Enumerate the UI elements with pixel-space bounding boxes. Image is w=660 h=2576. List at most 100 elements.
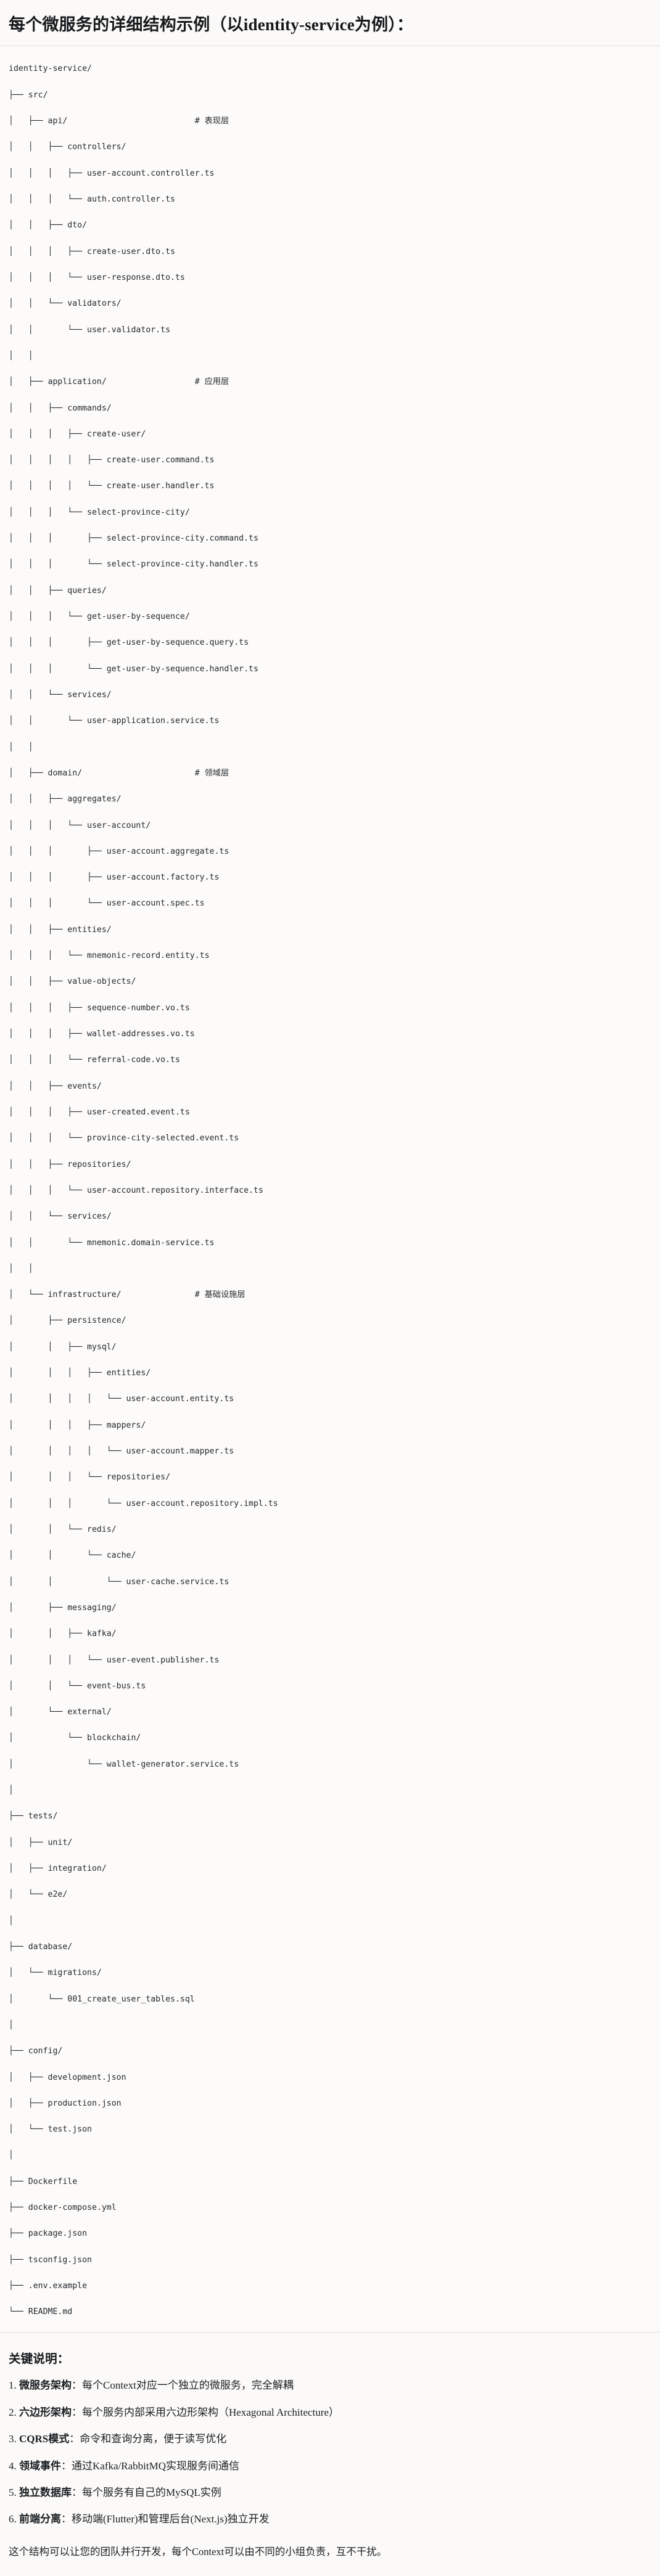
tree-line: │ │ ├── entities/ [9, 925, 112, 934]
tree-line: │ │ ├── events/ [9, 1081, 102, 1091]
tree-line: │ ├── development.json [9, 2072, 126, 2082]
tree-line: │ └── wallet-generator.service.ts [9, 1759, 239, 1769]
tree-line: │ │ └── event-bus.ts [9, 1681, 146, 1691]
tree-line: │ │ │ ├── select-province-city.command.t… [9, 534, 258, 544]
key-point-text: ：每个Context对应一个独立的微服务，完全解耦 [72, 2379, 294, 2392]
tree-line-comment: # 领域层 [194, 768, 229, 778]
tree-line: │ │ │ └── user-account.spec.ts [9, 899, 205, 909]
tree-line: │ │ │ │ └── user-account.entity.ts [9, 1394, 234, 1404]
tree-line: │ │ ├── controllers/ [9, 142, 126, 152]
tree-line-path: │ ├── application/ [9, 377, 195, 387]
key-point-term: 六边形架构 [19, 2406, 72, 2418]
tree-line-path: │ ├── domain/ [9, 768, 195, 778]
tree-line: │ │ │ ├── user-account.aggregate.ts [9, 846, 229, 856]
tree-line: ├── database/ [9, 1942, 73, 1952]
tree-line: │ │ │ └── select-province-city/ [9, 507, 190, 517]
key-point-term: 领域事件 [19, 2459, 61, 2472]
tree-line: │ │ └── validators/ [9, 299, 122, 309]
key-point-item: 5. 独立数据库：每个服务有自己的MySQL实例 [9, 2485, 651, 2501]
tree-line: │ │ │ └── select-province-city.handler.t… [9, 560, 258, 570]
tree-line: │ │ │ ├── user-account.factory.ts [9, 873, 220, 883]
directory-tree-block: identity-service/ ├── src/ │ ├── api/ # … [0, 46, 660, 2333]
tree-line: │ │ │ │ └── create-user.handler.ts [9, 481, 215, 491]
tree-line: │ └── 001_create_user_tables.sql [9, 1994, 195, 2004]
tree-line: │ └── external/ [9, 1707, 112, 1717]
tree-line: ├── Dockerfile [9, 2177, 78, 2186]
tree-line: ├── tests/ [9, 1812, 58, 1822]
key-point-item: 2. 六边形架构：每个服务内部采用六边形架构（Hexagonal Archite… [9, 2405, 651, 2421]
tree-line: │ │ [9, 351, 33, 361]
tree-line: │ └── test.json [9, 2125, 92, 2135]
tree-line: │ │ ├── queries/ [9, 586, 107, 595]
tree-line: ├── package.json [9, 2229, 88, 2239]
tree-line: │ │ │ └── get-user-by-sequence.handler.t… [9, 664, 258, 674]
tree-line-comment: # 表现层 [194, 117, 229, 126]
tree-line: │ │ │ └── repositories/ [9, 1473, 171, 1482]
tree-line: │ │ │ ├── mappers/ [9, 1420, 146, 1430]
tree-line: ├── tsconfig.json [9, 2255, 92, 2265]
tree-line: │ ├── domain/ # 领域层 [9, 767, 651, 780]
tree-line: identity-service/ [9, 64, 92, 74]
tree-line-path: │ ├── api/ [9, 117, 195, 126]
tree-line: │ │ ├── dto/ [9, 221, 88, 231]
tree-line: │ │ │ └── referral-code.vo.ts [9, 1055, 180, 1065]
tree-line: │ │ │ └── user-event.publisher.ts [9, 1655, 220, 1665]
key-point-index: 4. [9, 2459, 19, 2472]
tree-line: │ │ │ ├── create-user.dto.ts [9, 247, 175, 256]
tree-line: │ ├── persistence/ [9, 1316, 126, 1326]
tree-line: │ │ ├── mysql/ [9, 1342, 117, 1352]
tree-line: │ ├── messaging/ [9, 1603, 117, 1613]
key-point-item: 3. CQRS模式：命令和查询分离，便于读写优化 [9, 2431, 651, 2447]
tree-line: │ │ └── user-cache.service.ts [9, 1577, 229, 1587]
page-title: 每个微服务的详细结构示例（以identity-service为例）： [0, 0, 660, 47]
tree-line: │ │ │ ├── user-created.event.ts [9, 1107, 190, 1117]
key-point-text: ：移动端(Flutter)和管理后台(Next.js)独立开发 [61, 2513, 270, 2525]
key-points-title: 关键说明： [9, 2353, 70, 2366]
tree-line: │ │ │ └── user-account.repository.impl.t… [9, 1499, 278, 1508]
key-point-item: 4. 领域事件：通过Kafka/RabbitMQ实现服务间通信 [9, 2458, 651, 2474]
tree-line: │ │ │ │ └── user-account.mapper.ts [9, 1447, 234, 1456]
key-point-term: CQRS模式 [19, 2433, 70, 2445]
tree-line: │ │ │ ├── entities/ [9, 1368, 151, 1378]
tree-line: │ ├── api/ # 表现层 [9, 115, 651, 128]
tree-line: │ ├── unit/ [9, 1838, 73, 1847]
tree-line: │ │ │ ├── sequence-number.vo.ts [9, 1003, 190, 1013]
key-point-term: 微服务架构 [19, 2379, 72, 2392]
tree-line: │ │ [9, 742, 33, 752]
key-point-text: ：每个服务有自己的MySQL实例 [72, 2486, 221, 2498]
key-point-index: 2. [9, 2406, 19, 2418]
tree-line: │ │ └── redis/ [9, 1524, 117, 1534]
tree-line: │ [9, 1916, 14, 1926]
directory-tree: identity-service/ ├── src/ │ ├── api/ # … [9, 62, 651, 2318]
tree-line: │ │ ├── commands/ [9, 403, 112, 413]
tree-line: │ └── e2e/ [9, 1890, 68, 1900]
tree-line: ├── src/ [9, 90, 48, 100]
tree-line: ├── .env.example [9, 2281, 88, 2291]
tree-line: │ │ └── services/ [9, 1212, 112, 1222]
tree-line: │ │ │ └── get-user-by-sequence/ [9, 612, 190, 621]
key-points-section: 关键说明： 1. 微服务架构：每个Context对应一个独立的微服务，完全解耦 2… [0, 2332, 660, 2576]
tree-line: │ ├── production.json [9, 2098, 122, 2108]
key-point-index: 6. [9, 2513, 19, 2525]
key-point-item: 1. 微服务架构：每个Context对应一个独立的微服务，完全解耦 [9, 2378, 651, 2394]
tree-line: │ │ │ └── user-account/ [9, 820, 151, 830]
tree-line: │ │ │ ├── wallet-addresses.vo.ts [9, 1029, 195, 1039]
tree-line: │ │ [9, 1264, 33, 1274]
tree-line: │ └── infrastructure/ # 基础设施层 [9, 1288, 651, 1301]
tree-line-path: │ └── infrastructure/ [9, 1290, 195, 1300]
tree-line: │ [9, 2020, 14, 2030]
tree-line: │ │ │ └── auth.controller.ts [9, 195, 175, 204]
key-point-index: 5. [9, 2486, 19, 2498]
key-points-list: 1. 微服务架构：每个Context对应一个独立的微服务，完全解耦 2. 六边形架… [9, 2378, 651, 2527]
tree-line: │ │ └── services/ [9, 690, 112, 700]
tree-line: │ │ └── cache/ [9, 1551, 136, 1561]
tree-line: │ ├── integration/ [9, 1864, 107, 1873]
tree-line: │ └── migrations/ [9, 1968, 102, 1978]
tree-line: │ │ │ └── user-account.repository.interf… [9, 1185, 263, 1195]
tree-line: │ │ └── mnemonic.domain-service.ts [9, 1238, 215, 1248]
tree-line: │ │ │ │ ├── create-user.command.ts [9, 456, 215, 465]
tree-line: │ [9, 1786, 14, 1796]
tree-line: │ ├── application/ # 应用层 [9, 375, 651, 388]
tree-line: │ │ │ └── user-response.dto.ts [9, 272, 185, 282]
tree-line: │ │ ├── aggregates/ [9, 795, 122, 804]
